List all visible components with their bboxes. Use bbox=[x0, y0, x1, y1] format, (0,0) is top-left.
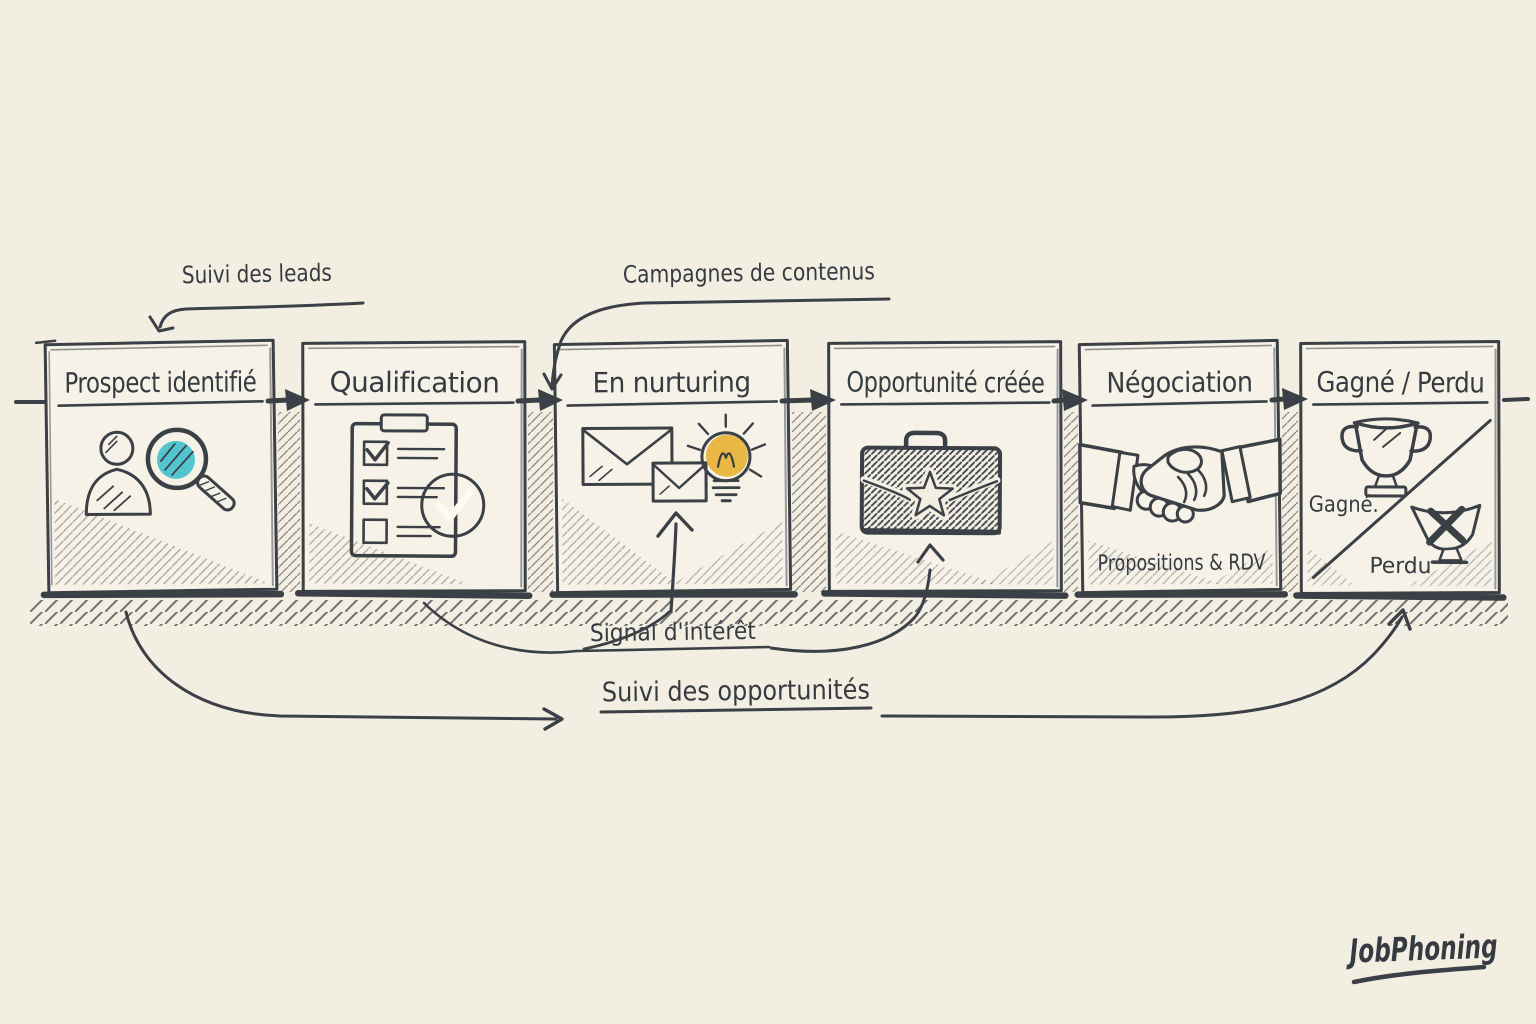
stage-title: Gagné / Perdu bbox=[1316, 366, 1484, 400]
annotation-underline bbox=[575, 645, 771, 653]
handshake-icon bbox=[1078, 437, 1282, 524]
annotation-label: Signal d'intérêt bbox=[590, 617, 756, 647]
signal-arrow-to-nurturing bbox=[669, 522, 678, 613]
opportunities-curve-left bbox=[124, 610, 558, 721]
flow-line-right-stub bbox=[1502, 397, 1530, 402]
floor-shading bbox=[835, 531, 1000, 585]
emails-icon bbox=[581, 426, 708, 503]
brand-underline bbox=[1351, 964, 1487, 985]
floor-shading bbox=[1088, 540, 1221, 585]
flow-arrow-5-6 bbox=[1269, 388, 1308, 410]
stage-title: Négociation bbox=[1106, 366, 1252, 400]
signal-hook bbox=[582, 610, 671, 651]
stage-box-opportunity: Opportunité créée bbox=[821, 340, 1069, 599]
floor-shading bbox=[1210, 547, 1273, 584]
annotation-arrow-line bbox=[550, 297, 891, 388]
floor-shading bbox=[979, 540, 1054, 585]
annotation-underline bbox=[599, 706, 873, 714]
check-badge-icon bbox=[420, 472, 486, 538]
arrowhead-up-icon bbox=[916, 543, 945, 564]
stage-title: Opportunité créée bbox=[846, 365, 1044, 399]
stage-title: Qualification bbox=[329, 365, 499, 399]
stage-box-qualification: Qualification bbox=[294, 340, 533, 599]
annotation-arrow-line bbox=[158, 301, 365, 329]
lost-label: Perdu bbox=[1369, 554, 1431, 579]
annotation-label: Suivi des opportunités bbox=[602, 675, 870, 709]
stage-title-underline bbox=[1312, 401, 1489, 406]
annotation-suivi-leads: Suivi des leads bbox=[148, 259, 365, 333]
stage-box-won-lost: Gagné / Perdu Gagné. Perdu bbox=[1293, 340, 1507, 601]
floor-shading bbox=[54, 498, 269, 585]
arrowhead-up-icon bbox=[1387, 608, 1412, 631]
opportunities-curve-right bbox=[880, 615, 1404, 719]
flow-arrow-4-5 bbox=[1051, 389, 1088, 411]
stage-title-underline bbox=[314, 401, 515, 406]
stage-box-negotiation: Négociation Propositions & RDV bbox=[1074, 338, 1289, 598]
brand-logo: JobPhoning bbox=[1345, 926, 1498, 985]
annotation-label: Suivi des leads bbox=[182, 259, 332, 290]
floor-shading bbox=[1307, 547, 1356, 586]
arrowhead-right-icon bbox=[542, 707, 564, 731]
person-magnifier-icon bbox=[84, 427, 236, 517]
star-icon bbox=[902, 467, 958, 520]
stage-title-underline bbox=[840, 401, 1051, 406]
flow-arrow-1-2 bbox=[265, 389, 310, 411]
annotation-campagnes: Campagnes de contenus bbox=[542, 257, 891, 391]
stage-title-underline bbox=[57, 399, 264, 408]
annotation-suivi-opportunites: Suivi des opportunités bbox=[124, 608, 1412, 731]
briefcase-star-icon bbox=[859, 430, 1003, 536]
floor-shading bbox=[562, 498, 677, 585]
stage-title: En nurturing bbox=[592, 366, 750, 400]
floor-shading bbox=[672, 521, 783, 584]
stage-note: Propositions & RDV bbox=[1098, 550, 1266, 576]
gap-shadows bbox=[278, 412, 1298, 592]
stage-title: Prospect identifié bbox=[64, 365, 256, 399]
stage-title-underline bbox=[1091, 400, 1268, 407]
checklist-icon bbox=[349, 413, 486, 558]
signal-curve-from-qualification bbox=[422, 601, 579, 654]
flow-arrow-2-3 bbox=[515, 389, 563, 411]
ground-shading bbox=[30, 600, 1508, 626]
trophy-lost-icon bbox=[1410, 503, 1482, 565]
stage-box-prospect: Prospect identifié bbox=[34, 338, 285, 599]
won-label: Gagné. bbox=[1309, 493, 1379, 518]
floor-shading bbox=[309, 523, 470, 585]
stage-box-nurturing: En nurturing bbox=[549, 338, 798, 598]
stage-title-underline bbox=[566, 400, 778, 407]
won-lost-divider bbox=[1311, 418, 1492, 580]
flow-arrows bbox=[265, 388, 1308, 411]
arrowhead-up-icon bbox=[656, 511, 694, 538]
arrowhead-down-left-icon bbox=[148, 315, 175, 333]
annotation-signal-interet: Signal d'intérêt bbox=[422, 511, 945, 654]
brand-name: JobPhoning bbox=[1345, 926, 1498, 970]
arrowhead-down-icon bbox=[542, 372, 563, 391]
lightbulb-icon bbox=[686, 413, 767, 503]
annotation-label: Campagnes de contenus bbox=[623, 257, 875, 289]
flow-arrow-3-4 bbox=[779, 389, 836, 411]
trophy-won-icon bbox=[1340, 417, 1433, 498]
signal-arrow-to-opportunity bbox=[769, 568, 932, 653]
